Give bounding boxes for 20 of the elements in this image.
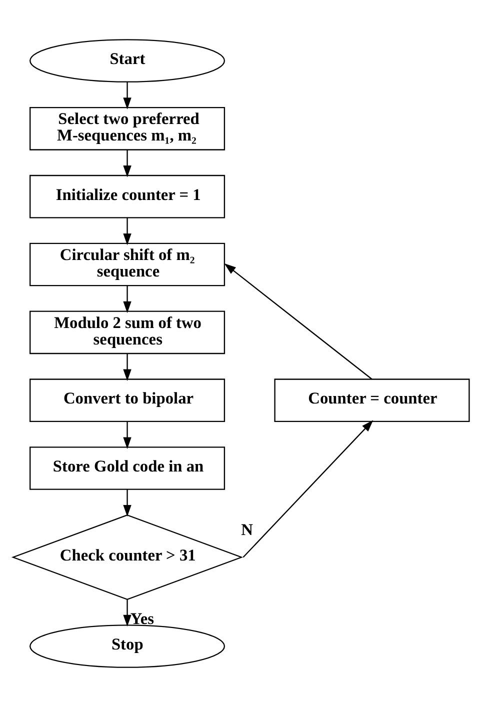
arrow (123, 81, 132, 109)
arrow (123, 217, 132, 245)
arrow (123, 285, 132, 313)
node-box: Store Gold code in an (30, 446, 226, 490)
arrow (123, 149, 132, 177)
arrow (224, 262, 372, 380)
node-box: Modulo 2 sum of two sequences (30, 310, 226, 354)
arrow (242, 420, 374, 558)
arrow (123, 353, 132, 381)
arrow (123, 421, 132, 448)
node-box: Convert to bipolar (30, 378, 226, 422)
arrow (123, 489, 132, 516)
node-box: Initialize counter = 1 (30, 174, 226, 218)
edge-label: N (241, 519, 253, 538)
node-ellipse: Start (30, 38, 226, 82)
node-ellipse: Stop (30, 624, 226, 668)
arrow (123, 599, 132, 626)
node-box: Select two preferred M-sequences m₁, m₂ (30, 106, 226, 150)
node-box: Counter = counter (274, 378, 470, 422)
node-box: Circular shift of m₂ sequence (30, 242, 226, 286)
